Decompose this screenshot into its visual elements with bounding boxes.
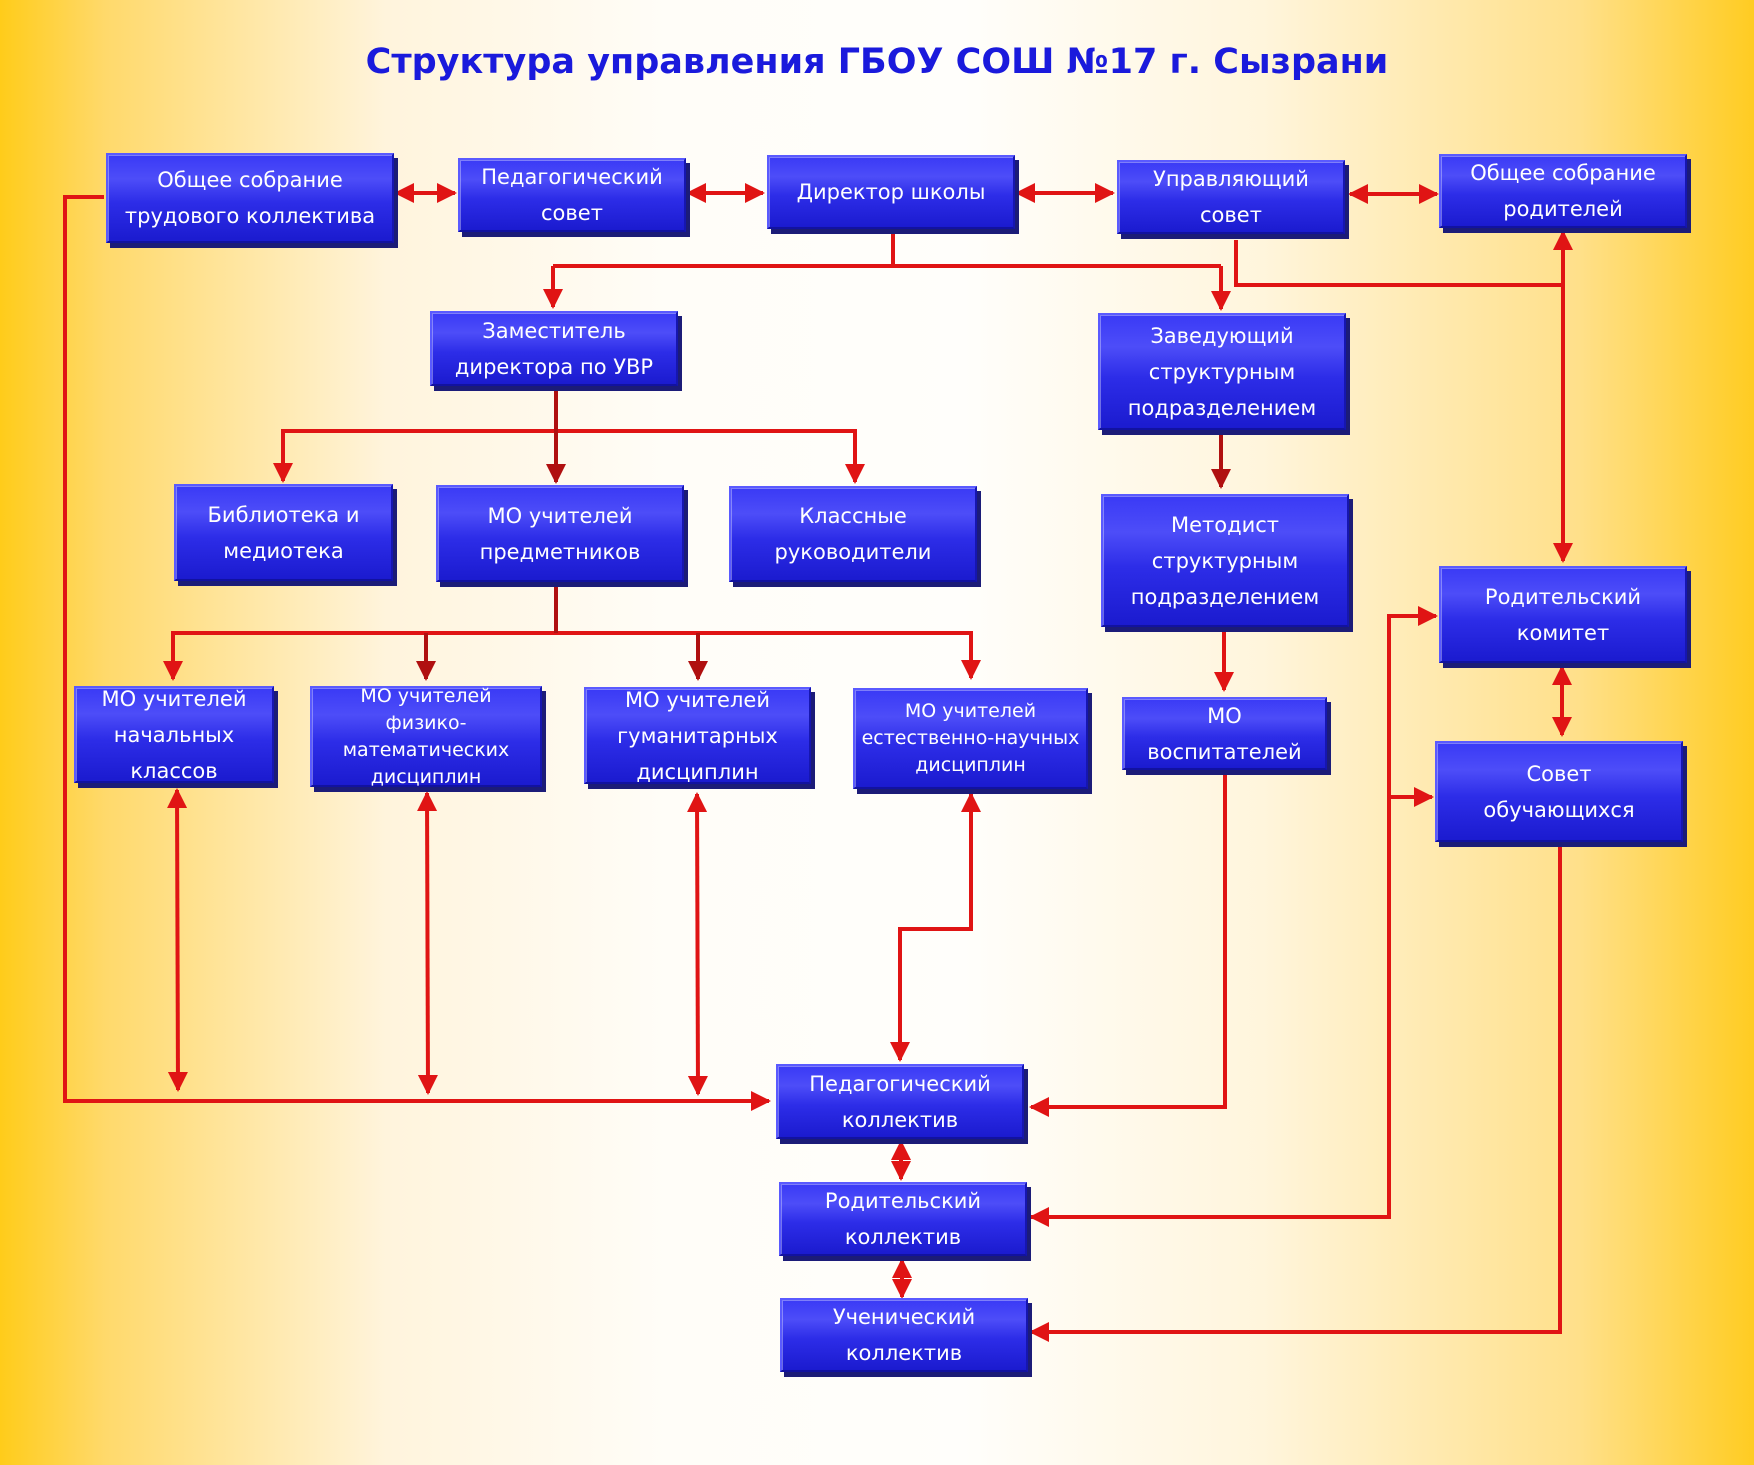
node-label: МО учителей физико-математических дисцип… (342, 684, 510, 788)
link-natural-teaching (890, 792, 981, 1062)
node-label: Общее собрание родителей (1470, 161, 1656, 221)
link-deputy-branch (281, 429, 865, 484)
node-label: Родительский комитет (1484, 584, 1642, 645)
node-student-council[interactable]: Совет обучающихся (1435, 741, 1683, 842)
node-label: Библиотека и медиотека (207, 502, 360, 563)
link-educators-teaching (1029, 769, 1227, 1117)
link-govcouncil-right (1234, 240, 1563, 287)
node-parent-committee[interactable]: Родительский комитет (1439, 566, 1687, 663)
link-physmath-teaching (417, 791, 438, 1095)
node-mo-physmath[interactable]: МО учителей физико-математических дисцип… (310, 685, 542, 788)
node-parent-body[interactable]: Родительский коллектив (779, 1182, 1027, 1256)
link-studentcouncil-studentbody (1029, 843, 1562, 1342)
link-mo-branch (171, 631, 981, 680)
node-label: МО учителей предметников (479, 503, 641, 564)
node-label: Родительский коллектив (824, 1189, 982, 1249)
node-label: Общее собрание трудового коллектива (124, 168, 376, 228)
node-mo-educators[interactable]: МО воспитателей (1122, 697, 1327, 770)
node-deputy-uvr[interactable]: Заместитель директора по УВР (430, 311, 678, 386)
link-primary-teaching (167, 788, 188, 1092)
node-general-meeting-parents[interactable]: Общее собрание родителей (1439, 154, 1687, 228)
node-head-structural[interactable]: Заведующий структурным подразделением (1098, 313, 1346, 430)
node-label: Педагогический коллектив (809, 1071, 991, 1132)
node-mo-humanities[interactable]: МО учителей гуманитарных дисциплин (584, 687, 811, 784)
diagram-title: Структура управления ГБОУ СОШ №17 г. Сыз… (365, 42, 1389, 82)
node-label: Педагогический совет (481, 165, 663, 225)
node-general-meeting-staff[interactable]: Общее собрание трудового коллектива (106, 153, 394, 243)
node-director[interactable]: Директор школы (767, 155, 1015, 229)
node-mo-primary[interactable]: МО учителей начальных классов (74, 686, 274, 783)
node-label: МО воспитателей (1147, 703, 1302, 764)
node-label: Управляющий совет (1153, 167, 1309, 227)
node-label: Совет обучающихся (1483, 761, 1635, 822)
node-label: Заведующий структурным подразделением (1127, 323, 1317, 420)
node-label: МО учителей гуманитарных дисциплин (617, 687, 778, 784)
node-methodist-structural[interactable]: Методист структурным подразделением (1101, 494, 1349, 627)
node-governing-council[interactable]: Управляющий совет (1117, 160, 1345, 234)
node-teaching-staff[interactable]: Педагогический коллектив (776, 1064, 1024, 1139)
node-label: Директор школы (796, 180, 986, 204)
node-label: МО учителей начальных классов (101, 686, 247, 783)
node-label: Классные руководители (774, 504, 932, 564)
node-mo-subject[interactable]: МО учителей предметников (436, 485, 684, 582)
node-label: Ученический коллектив (832, 1305, 976, 1365)
node-class-teachers[interactable]: Классные руководители (729, 486, 977, 582)
node-label: Методист структурным подразделением (1130, 512, 1320, 609)
node-library[interactable]: Библиотека и медиотека (174, 484, 393, 581)
node-student-body[interactable]: Ученический коллектив (780, 1298, 1028, 1372)
node-label: Заместитель директора по УВР (454, 318, 654, 379)
node-mo-natural[interactable]: МО учителей естественно-научных дисципли… (853, 688, 1088, 789)
node-label: МО учителей естественно-научных дисципли… (861, 700, 1080, 776)
link-humanities-teaching (687, 792, 708, 1096)
node-pedagogical-council[interactable]: Педагогический совет (458, 158, 686, 232)
